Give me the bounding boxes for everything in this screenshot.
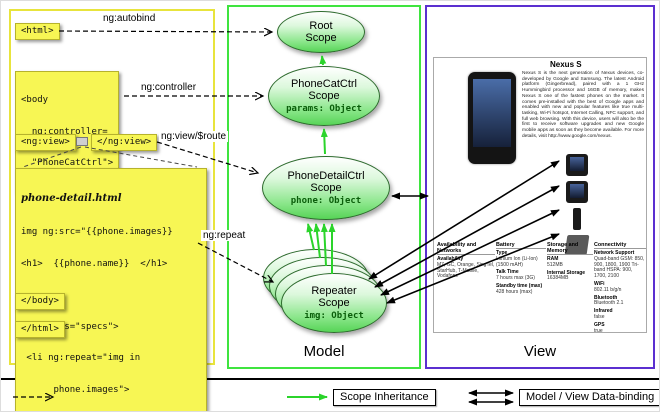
spec-label: GPS xyxy=(594,321,605,328)
root-scope-ellipse: Root Scope xyxy=(277,11,365,53)
spec-heading: Availability and Networks xyxy=(437,242,495,255)
spec-value: 512MB xyxy=(547,261,563,268)
html-close-tag-note: </html> xyxy=(15,321,65,338)
spec-heading: Connectivity xyxy=(594,242,646,249)
code-line: <li ng:repeat="img in xyxy=(21,353,141,363)
spec-value: M7, GC, Orange, SingTel, StarHub, T-Mobi… xyxy=(437,261,495,280)
legend-scope-inheritance: Scope Inheritance xyxy=(333,389,436,406)
spec-heading: Battery xyxy=(496,242,546,249)
spec-value: 428 hours (max) xyxy=(496,288,533,295)
ng-repeat-label: ng:repeat xyxy=(201,230,248,241)
scope-binding-text: img: Object xyxy=(304,310,364,321)
spec-heading: Storage and Memory xyxy=(547,242,593,255)
body-close-tag-note: </body> xyxy=(15,293,65,310)
scope-name-line: Root xyxy=(309,20,333,32)
code-line: ng:controller= xyxy=(21,126,108,137)
spec-column-storage: Storage and Memory RAM 512MB Internal St… xyxy=(547,242,593,332)
scope-name-line: Scope xyxy=(310,181,342,194)
thumbnail-image xyxy=(566,181,588,203)
scope-name-line: PhoneDetailCtrl xyxy=(287,169,365,182)
specs-table: Availability and Networks Availability M… xyxy=(437,242,646,333)
spec-column-availability: Availability and Networks Availability M… xyxy=(437,242,495,332)
phone-detail-filename: phone-detail.html xyxy=(21,193,122,204)
phone-screen xyxy=(473,79,511,147)
spec-label: Infrared xyxy=(594,308,613,315)
spec-column-battery: Battery Type Lithium Ion (Li-Ion) (1500 … xyxy=(496,242,546,332)
phone-detail-page: Nexus S Nexus S is the next generation o… xyxy=(433,57,647,333)
scope-binding-text: params: Object xyxy=(286,103,362,114)
ng-autobind-label: ng:autobind xyxy=(101,13,158,24)
spec-value: Lithium Ion (Li-Ion) (1500 mAH) xyxy=(496,255,538,268)
spec-value: true xyxy=(594,327,603,333)
legend-model-view-data-binding: Model / View Data-binding xyxy=(519,389,659,406)
ngview-open-tag-note: <ng:view> xyxy=(15,134,76,151)
phone-detail-template-note: phone-detail.html img ng:src="{{phone.im… xyxy=(15,168,207,411)
spec-label: WiFi xyxy=(594,280,605,287)
thumbnail-image xyxy=(566,154,588,176)
spec-label: Bluetooth xyxy=(594,294,618,301)
view-column-label: View xyxy=(523,343,557,360)
scope-name-line: Repeater xyxy=(311,284,357,297)
spec-value: 16384MB xyxy=(547,275,569,282)
spec-label: Network Support xyxy=(594,250,635,256)
phone-hero-image xyxy=(468,72,516,164)
spec-value: 802.11 b/g/n xyxy=(594,286,622,293)
code-line: "PhoneCatCtrl"> xyxy=(21,158,114,168)
thumbnail-list xyxy=(564,154,590,260)
phonecatctrl-scope-ellipse: PhoneCatCtrl Scope params: Object xyxy=(268,66,380,126)
ngview-close-tag-note: </ng:view> xyxy=(91,134,158,151)
spec-column-connectivity: Connectivity Network Support Quad-band G… xyxy=(594,242,646,333)
thumbnail-image xyxy=(564,235,590,255)
thumbnail-image xyxy=(566,208,588,230)
scope-name-line: Scope xyxy=(308,89,340,102)
phonedetailctrl-scope-ellipse: PhoneDetailCtrl Scope phone: Object xyxy=(262,156,390,220)
scope-binding-text: phone: Object xyxy=(290,195,362,206)
spec-value: 7 hours max (3G) xyxy=(496,275,535,282)
html-open-tag-note: <html> xyxy=(15,23,60,40)
spec-value: Bluetooth 2.1 xyxy=(594,300,624,307)
repeater-scope-ellipse: Repeater Scope img: Object xyxy=(281,273,387,333)
code-line: phone.images"> xyxy=(21,384,130,395)
phone-name-heading: Nexus S xyxy=(550,60,582,69)
ng-controller-label: ng:controller xyxy=(139,82,199,93)
spec-label: Internal Storage xyxy=(547,269,586,276)
ng-view-route-label: ng:view/$route xyxy=(159,131,229,142)
spec-value: Quad-band GSM: 850, 900, 1800, 1900 Tri-… xyxy=(594,255,645,280)
spec-value: false xyxy=(594,313,605,320)
scope-name-line: Scope xyxy=(318,296,350,309)
code-line: <h1> {{phone.name}} </h1> xyxy=(21,258,168,269)
legend-separator-line xyxy=(1,378,659,380)
ngview-placeholder-icon xyxy=(76,137,88,146)
model-column-label: Model xyxy=(303,343,345,360)
scope-name-line: PhoneCatCtrl xyxy=(290,77,358,90)
code-line: img ng:src="{{phone.images}} xyxy=(21,227,173,237)
scope-name-line: Scope xyxy=(305,32,337,44)
code-line: <body xyxy=(21,95,49,105)
phone-description-text: Nexus S is the next generation of Nexus … xyxy=(522,71,644,139)
